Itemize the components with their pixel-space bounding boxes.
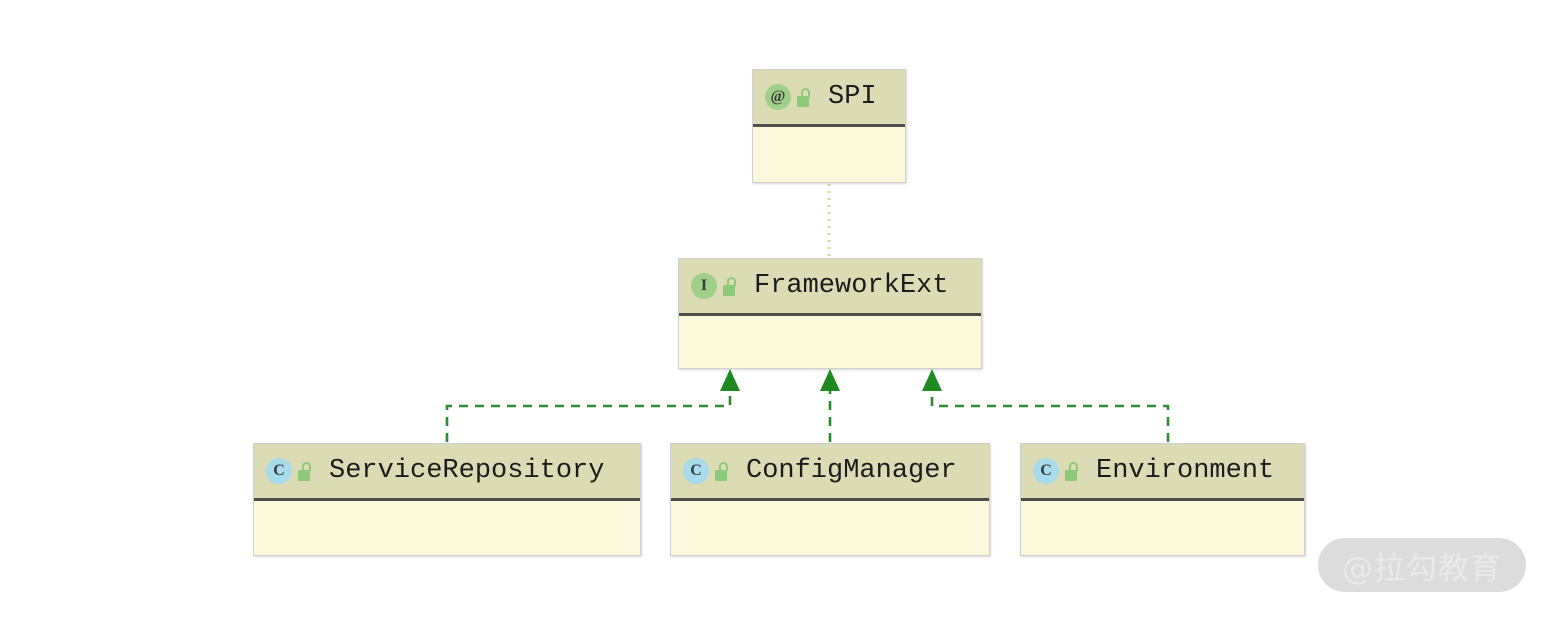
- class-icon: C: [266, 458, 292, 484]
- interface-icon: I: [691, 273, 717, 299]
- class-icon: C: [1033, 458, 1059, 484]
- uml-node-header: I FrameworkExt: [679, 259, 981, 316]
- unlocked-padlock-icon: [723, 276, 740, 296]
- uml-node-members: [254, 501, 640, 552]
- watermark-text: @拉勾教育: [1342, 550, 1502, 587]
- uml-node-title: ConfigManager: [746, 456, 957, 486]
- unlocked-padlock-icon: [1065, 461, 1082, 481]
- uml-node-header: C Environment: [1021, 444, 1304, 501]
- uml-node-members: [1021, 501, 1304, 552]
- edge-environment-realizes-frameworkext: [922, 369, 1170, 442]
- uml-node-header: C ServiceRepository: [254, 444, 640, 501]
- uml-node-title: Environment: [1096, 456, 1275, 486]
- class-icon: C: [683, 458, 709, 484]
- realization-line-environment: [930, 388, 1170, 442]
- unlocked-padlock-icon: [715, 461, 732, 481]
- uml-node-header: @ SPI: [753, 70, 905, 127]
- uml-node-environment[interactable]: C Environment: [1020, 443, 1305, 556]
- edge-servicerepository-realizes-frameworkext: [445, 369, 740, 442]
- uml-node-config-manager[interactable]: C ConfigManager: [670, 443, 990, 556]
- uml-node-title: ServiceRepository: [329, 456, 605, 486]
- unlocked-padlock-icon: [797, 87, 814, 107]
- uml-node-header: C ConfigManager: [671, 444, 989, 501]
- realization-arrowhead-environment: [922, 369, 942, 391]
- edge-configmanager-realizes-frameworkext: [820, 369, 840, 442]
- uml-node-members: [753, 127, 905, 179]
- uml-node-members: [671, 501, 989, 552]
- unlocked-padlock-icon: [298, 461, 315, 481]
- uml-node-members: [679, 316, 981, 365]
- watermark: @拉勾教育: [1318, 538, 1526, 592]
- annotation-icon: @: [765, 84, 791, 110]
- realization-arrowhead-servicerepository: [720, 369, 740, 391]
- realization-arrowhead-configmanager: [820, 369, 840, 391]
- realization-line-servicerepository: [445, 388, 732, 442]
- uml-node-title: FrameworkExt: [754, 271, 949, 301]
- uml-node-service-repository[interactable]: C ServiceRepository: [253, 443, 641, 556]
- uml-node-framework-ext[interactable]: I FrameworkExt: [678, 258, 982, 369]
- uml-node-title: SPI: [828, 82, 877, 112]
- uml-node-spi[interactable]: @ SPI: [752, 69, 906, 183]
